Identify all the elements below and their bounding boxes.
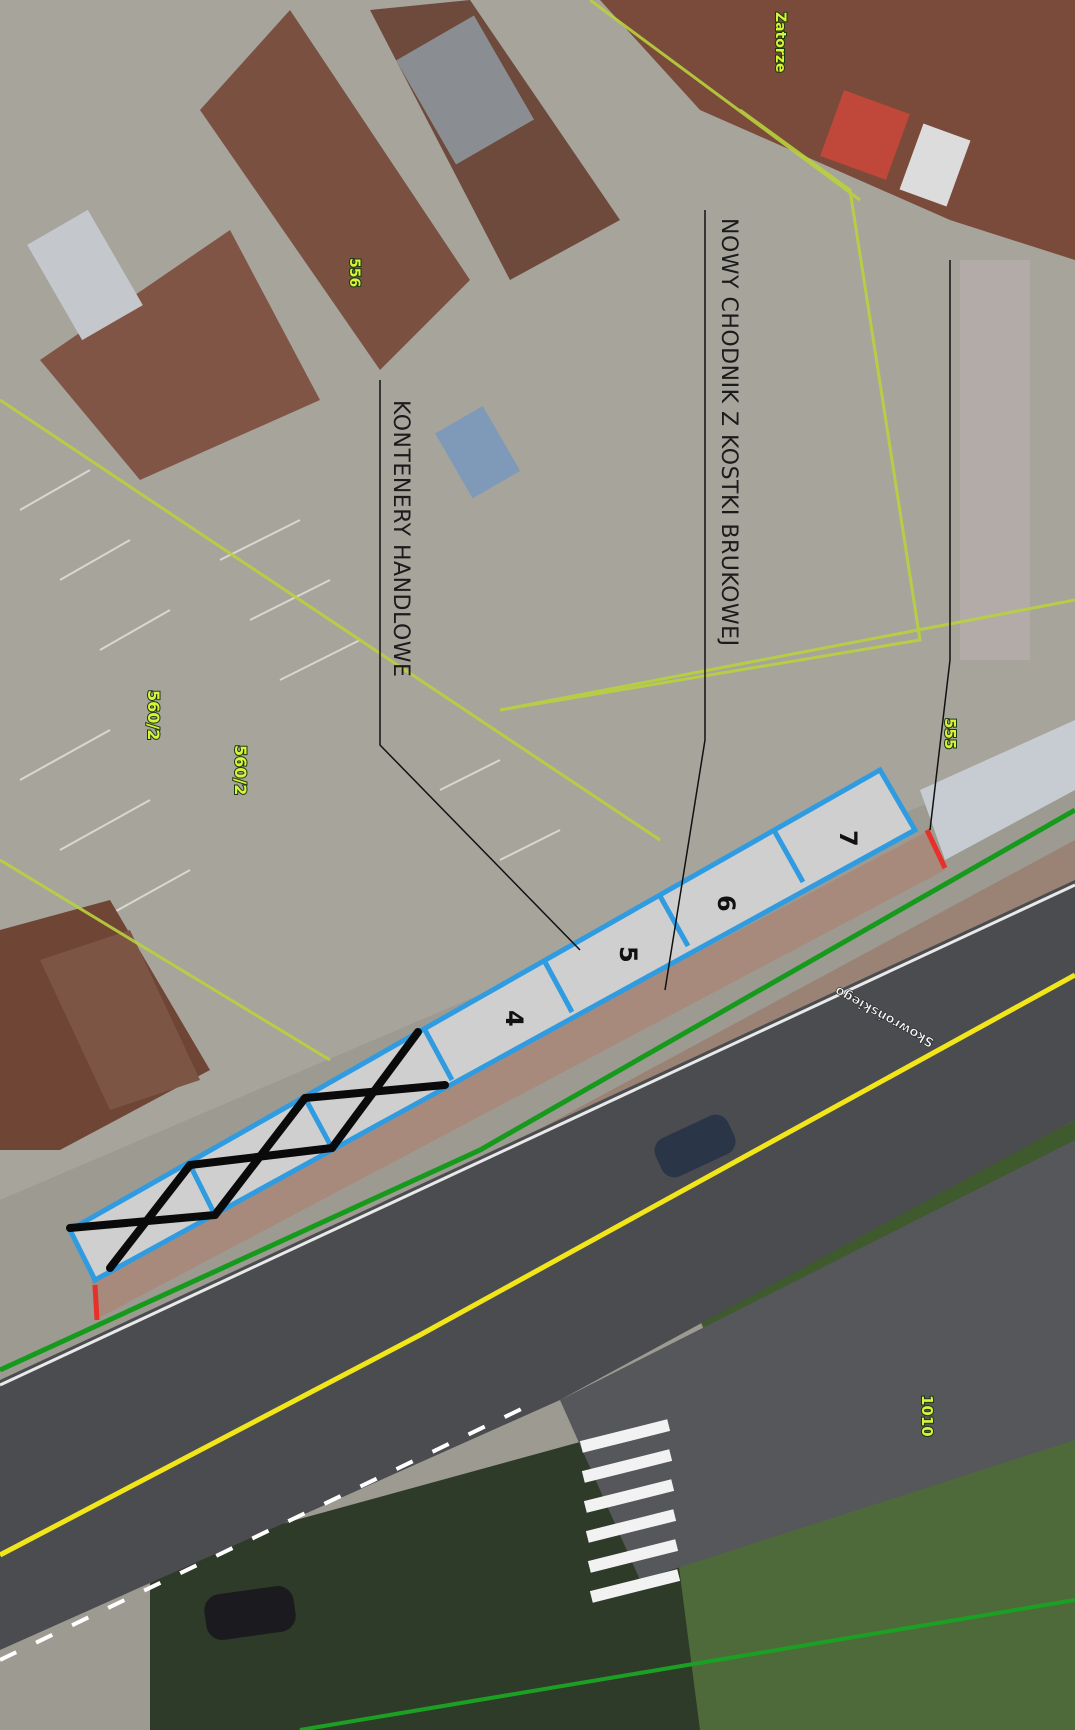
garage-block-top <box>27 0 620 499</box>
parking-markings <box>19 469 561 921</box>
boundary-line-bottom <box>299 1598 1075 1730</box>
parcel-label-556: 556 <box>346 258 362 287</box>
parcel-lines <box>0 0 1075 1062</box>
parking-lot <box>0 0 1075 1200</box>
removed-containers-cross <box>66 1028 449 1272</box>
parcel-label-560-2-b: 560/2 <box>231 745 250 795</box>
annotation-trade-containers: KONTENERY HANDLOWE <box>388 400 413 677</box>
garage-block-left <box>0 900 210 1150</box>
shed-roof <box>920 720 1075 860</box>
place-label-zatorze: Zatorze <box>772 12 788 72</box>
redacted-area <box>960 260 1030 660</box>
car-blue <box>654 1114 736 1178</box>
side-road <box>560 1140 1075 1580</box>
container-number-4: 4 <box>500 1010 528 1027</box>
container-number-5: 5 <box>614 946 642 963</box>
leader-lines <box>379 210 951 991</box>
garage-block-top-right <box>600 0 1075 260</box>
parcel-label-555: 555 <box>941 718 959 749</box>
parcel-label-1010: 1010 <box>918 1395 936 1437</box>
parcel-label-560-2-a: 560/2 <box>144 690 163 740</box>
container-dividers <box>187 830 806 1217</box>
container-number-6: 6 <box>712 895 740 912</box>
end-marker-right <box>924 828 948 870</box>
annotation-new-sidewalk: NOWY CHODNIK Z KOSTKI BRUKOWEJ <box>716 218 741 647</box>
new-sidewalk <box>88 830 945 1320</box>
car-black <box>204 1586 296 1640</box>
zebra-crossing <box>579 1419 681 1603</box>
road <box>0 880 1075 1650</box>
road-centerline <box>0 972 1075 1558</box>
end-marker-left <box>92 1284 100 1321</box>
trees-bottom <box>150 1420 700 1730</box>
container-number-7: 7 <box>834 830 862 847</box>
boundary-line <box>0 807 1075 1373</box>
road-edge <box>0 883 1075 1387</box>
